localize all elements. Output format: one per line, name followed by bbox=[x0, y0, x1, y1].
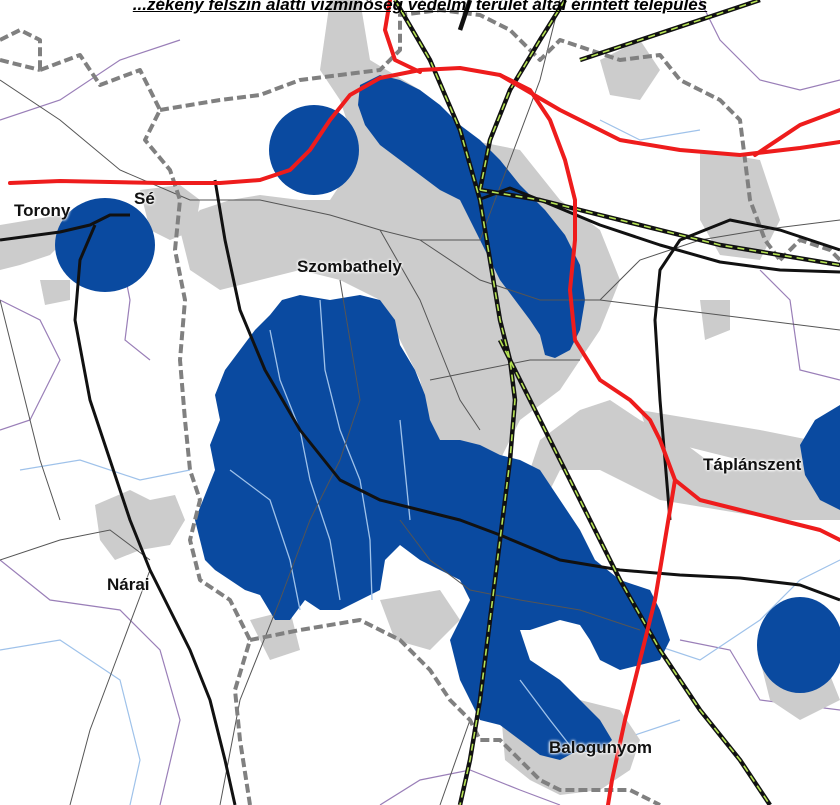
place-label-se: Sé bbox=[134, 189, 155, 208]
minor-road bbox=[0, 529, 151, 561]
water-line bbox=[639, 559, 840, 661]
protection-zone-circle-se bbox=[757, 597, 840, 693]
local-border bbox=[0, 39, 181, 121]
main-road bbox=[606, 478, 677, 805]
water-line bbox=[229, 469, 301, 611]
protection-zone-main bbox=[195, 295, 670, 760]
water-lines-overlay bbox=[229, 299, 576, 753]
protection-zone-circle-nw bbox=[269, 105, 359, 195]
railway-stripe bbox=[579, 0, 761, 61]
protection-zone-east bbox=[800, 405, 840, 510]
place-label-balogunyom: Balogunyom bbox=[549, 738, 652, 757]
page-title: ...zékeny felszín alatti vízminőség véde… bbox=[132, 0, 708, 14]
urban-area bbox=[700, 300, 730, 340]
urban-area bbox=[700, 150, 780, 260]
railway-stripe bbox=[394, 0, 516, 805]
minor-road bbox=[69, 569, 151, 805]
minor-road bbox=[439, 719, 471, 805]
municipal-border bbox=[778, 238, 840, 262]
minor-road bbox=[429, 359, 580, 381]
minor-road bbox=[379, 229, 481, 431]
urban-area-taplanszent bbox=[640, 410, 840, 480]
water-line bbox=[269, 329, 341, 601]
place-label-taplanszent: Táplánszent bbox=[703, 455, 802, 474]
minor-road bbox=[219, 279, 361, 805]
railway-stripe bbox=[479, 189, 840, 266]
secondary-road bbox=[213, 179, 840, 602]
secondary-road bbox=[477, 186, 840, 274]
urban-area bbox=[250, 610, 300, 660]
water-line bbox=[399, 419, 411, 521]
municipal-border bbox=[39, 53, 252, 805]
main-roads bbox=[8, 0, 840, 805]
main-road bbox=[753, 108, 840, 157]
water-lines bbox=[0, 119, 840, 805]
railway bbox=[477, 0, 567, 191]
local-border bbox=[0, 299, 61, 431]
water-line bbox=[519, 679, 576, 753]
minor-road bbox=[479, 0, 561, 241]
local-border bbox=[699, 0, 840, 91]
protection-zones bbox=[55, 75, 840, 760]
water-line bbox=[599, 119, 701, 141]
secondary-roads bbox=[0, 179, 840, 805]
minor-road bbox=[0, 299, 61, 521]
main-road bbox=[498, 73, 840, 157]
protection-zone-north bbox=[358, 75, 585, 358]
local-border bbox=[759, 269, 840, 381]
urban-area bbox=[380, 590, 460, 650]
water-line bbox=[0, 639, 141, 805]
railways bbox=[393, 0, 840, 805]
minor-road bbox=[0, 79, 480, 241]
secondary-road bbox=[0, 213, 130, 242]
municipal-border bbox=[0, 58, 41, 72]
municipal-border bbox=[159, 8, 782, 262]
urban-area-se bbox=[140, 185, 200, 240]
water-line bbox=[19, 459, 191, 481]
main-road bbox=[383, 0, 422, 74]
place-label-torony: Torony bbox=[14, 201, 71, 220]
urban-area-narai bbox=[95, 490, 185, 560]
municipal-border bbox=[249, 618, 661, 805]
railway-stripe bbox=[499, 339, 771, 805]
local-border bbox=[0, 559, 181, 805]
place-label-narai: Nárai bbox=[107, 575, 150, 594]
secondary-road bbox=[73, 224, 237, 805]
municipal-border bbox=[0, 28, 42, 70]
secondary-road bbox=[653, 218, 840, 521]
urban-area-torony bbox=[0, 215, 70, 270]
water-line bbox=[319, 299, 373, 601]
place-label-szombathely: Szombathely bbox=[297, 257, 402, 276]
municipal-borders bbox=[0, 8, 840, 805]
urban-area bbox=[40, 280, 70, 305]
railway bbox=[457, 0, 473, 31]
